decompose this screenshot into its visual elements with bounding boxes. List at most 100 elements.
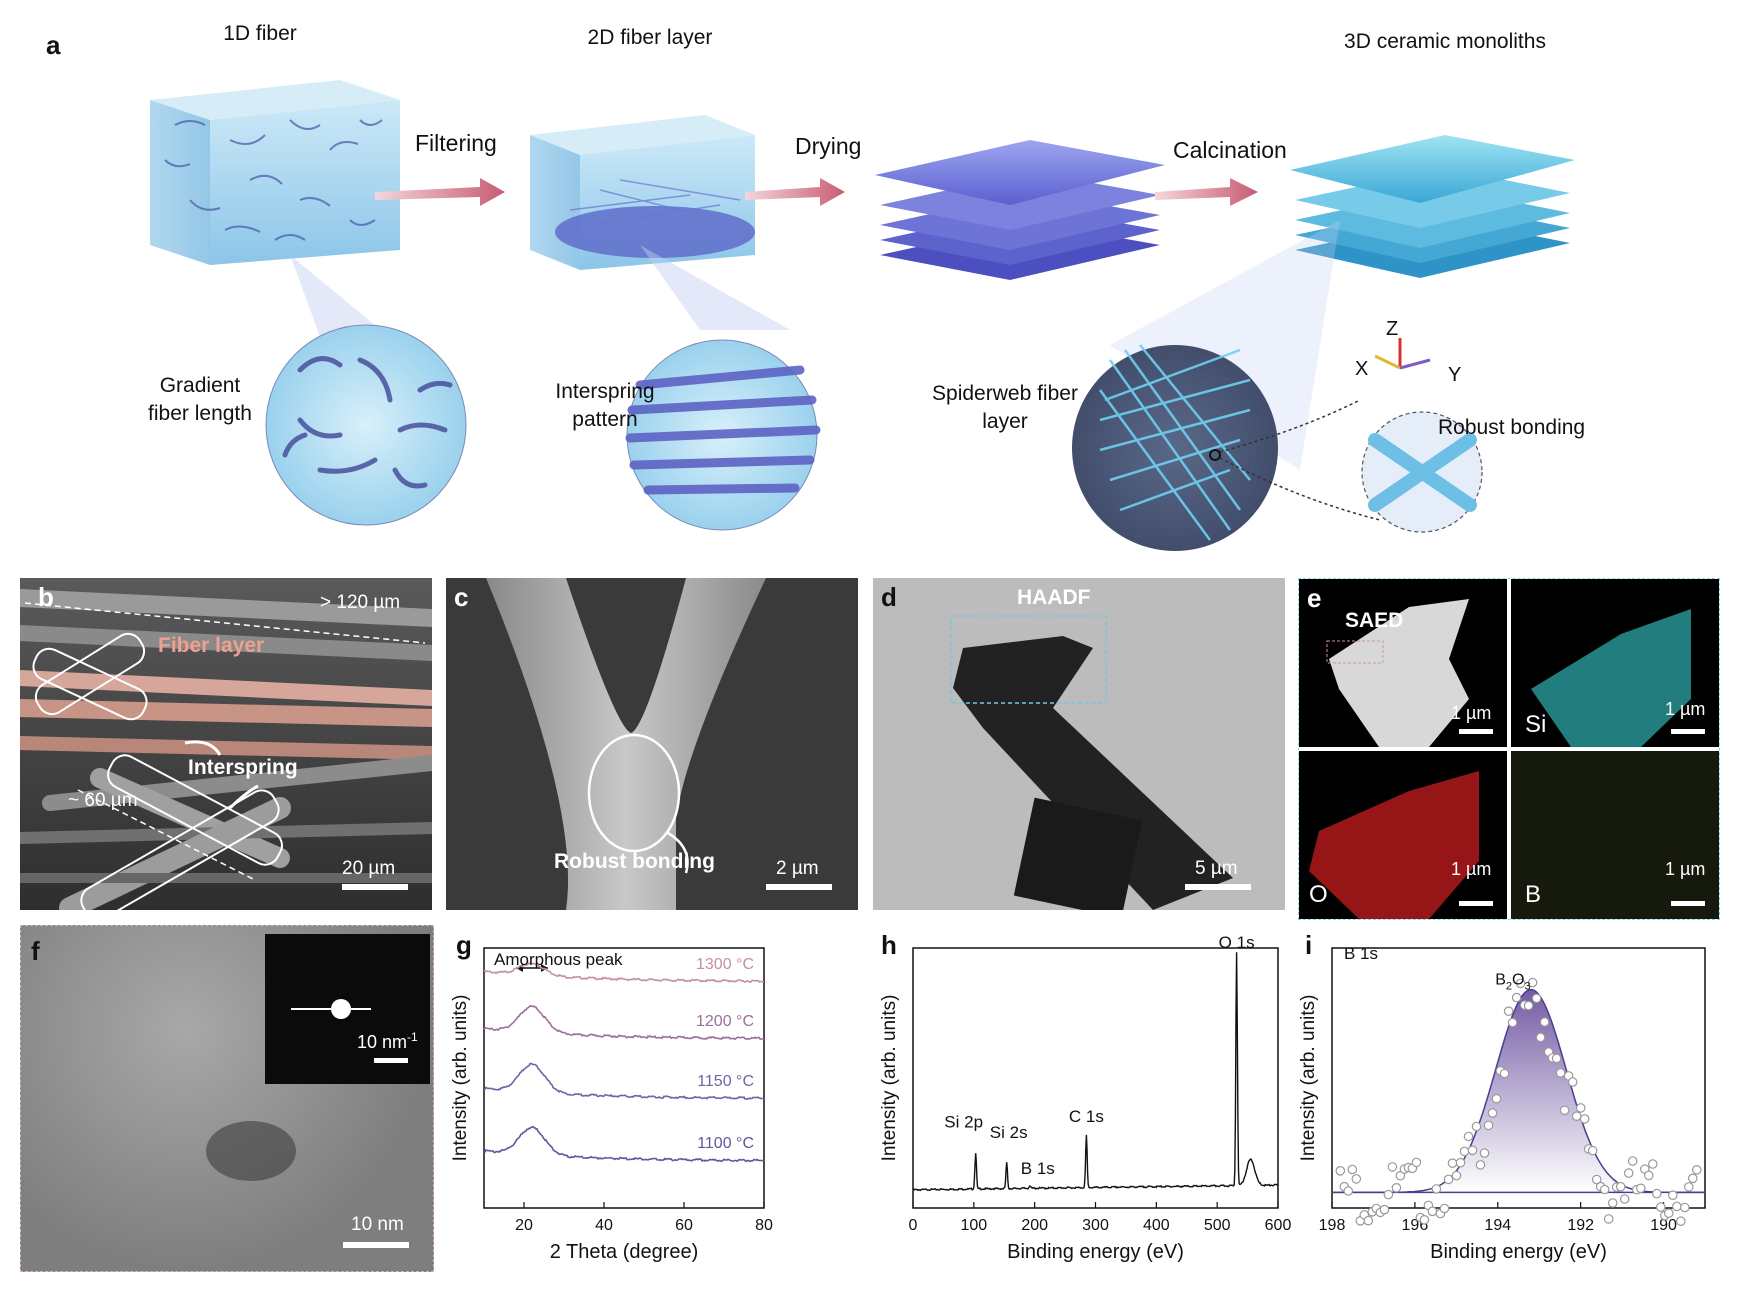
x-tick-label: 500: [1204, 1217, 1231, 1234]
x-tick-label: 600: [1265, 1217, 1292, 1234]
y-axis-label: Intensity (arb. units): [1300, 995, 1319, 1162]
b1s-data-point: [1591, 1174, 1602, 1185]
b1s-data-point: [1647, 1159, 1658, 1169]
b1s-data-point: [1603, 1214, 1614, 1224]
amorphous-peak-annotation: Amorphous peak: [494, 950, 623, 969]
axis-z-label: Z: [1386, 318, 1399, 340]
scale-bar-label: 1 µm: [1665, 699, 1706, 719]
b1s-data-point: [1483, 1120, 1494, 1131]
b1s-data-point: [1607, 1198, 1618, 1208]
b1s-data-point: [1531, 993, 1542, 1004]
b1s-data-point: [1643, 1170, 1654, 1181]
b1s-data-point: [1451, 1170, 1462, 1181]
y-axis-label: Intensity (arb. units): [879, 995, 900, 1162]
eds-tile-haadf: [1299, 579, 1507, 747]
series-label: 1100 °C: [697, 1135, 754, 1152]
o-label: O: [1309, 881, 1328, 908]
length-long-label: > 120 µm: [320, 592, 401, 613]
sem-junction: [486, 578, 832, 910]
b1s-data-point: [1575, 1103, 1586, 1113]
panel-d-tem: d HAADF 5 µm: [873, 578, 1285, 910]
peak-label: Si 2p: [944, 1112, 983, 1131]
b1s-data-point: [1683, 1182, 1694, 1192]
b1s-data-point: [1471, 1121, 1482, 1132]
panel-label: h: [881, 930, 897, 960]
plot-frame: [1331, 947, 1706, 1209]
y-axis-label: Intensity (arb. units): [450, 995, 471, 1162]
b1s-data-point: [1691, 1165, 1702, 1175]
panel-label: b: [38, 582, 54, 612]
b1s-data-point: [1511, 992, 1522, 1003]
eds-tile-b: [1511, 751, 1719, 919]
eds-tile-si: [1511, 579, 1719, 747]
peak-label: B 1s: [1021, 1159, 1055, 1178]
b1s-data-point: [1343, 1186, 1354, 1196]
x-tick-label: 200: [1021, 1217, 1048, 1234]
xrd-series-line: [483, 962, 765, 983]
panel-label: i: [1305, 930, 1313, 960]
b-label: B: [1525, 881, 1542, 908]
b1s-data-point: [1687, 1173, 1698, 1184]
scale-bar-label: 20 µm: [342, 858, 396, 879]
b1s-data-point: [1527, 977, 1538, 988]
b1s-data-point: [1523, 1000, 1534, 1011]
x-tick-label: 0: [909, 1217, 918, 1234]
b1s-data-point: [1335, 1166, 1346, 1176]
panel-label: c: [454, 582, 469, 612]
peak-label: C 1s: [1069, 1107, 1104, 1126]
saed-label: SAED: [1345, 609, 1404, 632]
si-label: Si: [1525, 711, 1547, 738]
x-tick-label: 194: [1484, 1217, 1511, 1234]
b1s-data-point: [1427, 1206, 1438, 1217]
b1s-data-point: [1619, 1194, 1630, 1204]
b1s-data-point: [1667, 1190, 1678, 1200]
eds-tile-o: [1299, 751, 1507, 919]
b1s-data-point: [1635, 1183, 1646, 1194]
xrd-series-line: [483, 1125, 765, 1163]
b1s-data-point: [1491, 1093, 1502, 1104]
schematic-illustration: [150, 80, 1575, 551]
note-interspring: Interspring pattern: [555, 380, 655, 431]
b1s-data-point: [1663, 1208, 1674, 1218]
panel-label: g: [456, 930, 472, 960]
series-label: 1150 °C: [697, 1073, 754, 1090]
b1s-data-point: [1443, 1174, 1454, 1185]
b1s-data-point: [1487, 1108, 1498, 1118]
x-tick-label: 198: [1319, 1217, 1346, 1234]
b1s-data-point: [1679, 1202, 1690, 1213]
panel-e-eds: e SAED 1 µm 1 µm 1 µm 1 µm Si O B: [1298, 578, 1720, 920]
x-tick-label: 80: [755, 1217, 773, 1234]
stage-2d-label: 2D fiber layer: [587, 26, 713, 49]
b1s-data-point: [1351, 1174, 1362, 1184]
length-short-label: ~ 60 µm: [68, 790, 138, 811]
xps-survey-line: [912, 952, 1279, 1192]
plot-frame: [483, 947, 765, 1209]
b1s-fit-area: [1332, 989, 1705, 1193]
b1s-data-point: [1623, 1168, 1634, 1178]
scale-bar-label: 2 µm: [776, 858, 819, 879]
b1s-data-point: [1411, 1157, 1422, 1168]
sem-fibers: [20, 589, 432, 910]
tem-image: [950, 615, 1251, 910]
b1s-data-point: [1567, 1077, 1578, 1087]
step-calcination-label: Calcination: [1173, 137, 1287, 163]
x-tick-label: 192: [1567, 1217, 1594, 1234]
b1s-data-point: [1571, 1111, 1582, 1121]
x-tick-label: 100: [960, 1217, 987, 1234]
b1s-data-point: [1515, 978, 1526, 989]
b1s-data-point: [1459, 1146, 1470, 1157]
x-axis-label: Binding energy (eV): [1007, 1241, 1184, 1263]
scale-bar-label: 10 nm: [351, 1214, 404, 1235]
scale-bar-label: 1 µm: [1451, 703, 1492, 723]
b1s-data-point: [1675, 1216, 1686, 1226]
note-robust-bonding: Robust bonding: [1438, 416, 1586, 439]
b1s-data-point: [1379, 1204, 1390, 1215]
panel-b-sem: b > 120 µm Fiber layer Interspring ~ 60 …: [20, 578, 432, 910]
panel-a: a 1D fiber 2D fiber layer 3D ceramic mon…: [0, 0, 1737, 560]
b1s-data-point: [1439, 1203, 1450, 1214]
scale-bar-label: 1 µm: [1665, 859, 1706, 879]
